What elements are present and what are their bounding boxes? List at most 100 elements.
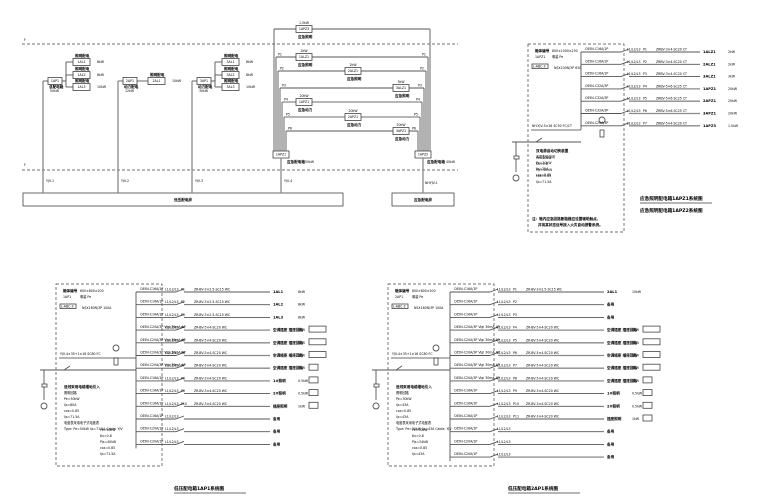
circuit-kw: 1.5kW (728, 124, 739, 128)
socket-symbol-icon (308, 338, 327, 346)
circuit-destination: 备用 (606, 429, 615, 434)
breaker-contact-icon (489, 415, 499, 420)
breaker-contact-icon (489, 352, 499, 356)
panel-note: Ijs=43A (396, 403, 409, 407)
circuit-kw: 1kW (632, 417, 640, 421)
circuit-destination: 备用 (606, 314, 615, 319)
circuit-no: P6 (181, 351, 185, 355)
floor-marker-lower: F (24, 163, 26, 167)
wire-spec: ZR-BV-5×4-SC20 WC (526, 364, 560, 368)
cable-phase-label: L1/L2/L3 (627, 60, 641, 64)
panel-param: cos=0.85 (100, 446, 115, 450)
cable-phase-label: L1/L2/L3 (165, 288, 179, 292)
panel-note: Ijs=80A (64, 403, 77, 407)
riser-cable-label: YJV-1 (46, 179, 54, 183)
circuit-destination: 插座照明 (607, 416, 622, 421)
wire-spec: ZR-BV-5×4-SC20 WC (194, 326, 228, 330)
main-bus-label: 低压配电屏 (173, 197, 192, 202)
loop-branch-tag: 应急照明 (347, 76, 362, 81)
panel-param: Ijs=71.5A (536, 180, 552, 184)
breaker-label: C65N-C20A/3P Vigi 30mA 4P (140, 338, 186, 342)
sub-panel-tag: 照明配电 (224, 78, 239, 83)
panel-title: 应急照明配电箱1APZ1系统图 (640, 195, 703, 202)
breaker-label: C65N-C32A/3P (585, 109, 608, 113)
breaker-label: C65N-C20A/3P Vigi 30mA 4P (454, 351, 500, 355)
circuit-destination: 备用 (272, 416, 281, 421)
panel-param: Pe=50kW (536, 156, 552, 160)
circuit-kw: 5kW (298, 328, 306, 332)
panel-param: Pe=50kW (100, 428, 116, 432)
circuit-destination: 1APZ3 (703, 124, 717, 128)
cable-phase-label: L1/L2/L3 (497, 288, 511, 292)
sub-panel-box (221, 58, 240, 66)
loop-branch-box (295, 53, 313, 61)
circuit-kw: 8kW (298, 290, 306, 294)
breaker-label: C65N-C16A/1P (585, 47, 608, 51)
socket-symbol-icon (308, 351, 327, 358)
breaker-label: C65N-C32A/3P (585, 84, 608, 88)
circuit-no: P2 (181, 300, 185, 304)
meter-label: L-ABC-3 (61, 305, 74, 309)
loop-branch-no: P5 (286, 113, 290, 117)
loop-top-tag: 应急照明 (298, 34, 313, 39)
breaker-label: C65N-C16A/1P (140, 312, 163, 316)
sub-panel-tag: 照明配电 (75, 53, 90, 58)
circuit-kw: 20kW (728, 112, 738, 116)
loop-branch-kw: 20kW (396, 123, 406, 127)
wire-spec: ZR-BV-3×4-SC20 WC (526, 415, 560, 419)
panel-enclosure (55, 283, 163, 467)
ct-icon (513, 155, 520, 160)
loop-branch-id: 1ALZ1 (299, 55, 309, 59)
sub-panel-box (147, 77, 166, 85)
loop-branch-tag: 应急动力 (395, 136, 410, 141)
sub-panel-tag: 照明配电 (224, 66, 239, 71)
breaker-label: C65N-C20A/3P Vigi 30mA 4P (454, 376, 500, 380)
panel-param: Kx=0.8 (100, 434, 112, 438)
circuit-no: P10 (181, 402, 187, 406)
main-panel-id: 1AP1 (51, 79, 59, 83)
circuit-no: P4 (643, 84, 647, 88)
meter-box (59, 303, 77, 309)
sub-panel-box (72, 58, 91, 66)
wire-spec: ZRBV-5×6-SC25 CT (656, 109, 687, 113)
panel-no-label: 箱体编号 (395, 288, 410, 293)
circuit-kw: 3kW (298, 366, 306, 370)
circuit-no: P11 (513, 415, 519, 419)
loop-branch-id: 1APZ1 (299, 100, 309, 104)
breaker-contact-icon (489, 301, 499, 306)
loop-branch-no: P4 (284, 98, 288, 102)
breaker-contact-icon (620, 73, 630, 78)
wire-spec: ZRBV-3×4-SC20 CT (656, 48, 687, 52)
ct-icon (373, 383, 380, 388)
panel-note: Pe=50kW (64, 397, 80, 401)
circuit-destination: 2ALZ1 (703, 62, 716, 66)
meter-label: L-ABC-3 (393, 305, 406, 309)
circuit-no: P2 (513, 300, 517, 304)
circuit-kw: 0.5kW (632, 404, 643, 408)
circuit-destination: 备用 (606, 441, 615, 446)
wire-spec: ZR-BV-3×4-SC20 WC (194, 389, 228, 393)
loop-branch-tag: 应急照明 (298, 62, 313, 67)
sub-panel-id: 1AL3 (77, 85, 85, 89)
panel-no-value: 1APZ1 (535, 55, 545, 59)
socket-symbol-icon (642, 351, 661, 358)
socket-symbol-icon (642, 401, 653, 409)
wire-spec: ZR-BV-3×2.5-SC15 WC (194, 288, 231, 292)
circuit-kw: 1kW (298, 404, 306, 408)
cable-phase-label: L1/L2/L3 (497, 402, 511, 406)
cable-phase-label: L1/L2/L3 (165, 415, 179, 419)
circuit-kw: 5kW (632, 341, 640, 345)
panel-param: Ijs=43A (412, 452, 425, 456)
circuit-destination: 空调插座 插座回路 (607, 340, 637, 345)
circuit-no: P10 (513, 402, 519, 406)
circuit-kw: 5kW (632, 328, 640, 332)
circuit-no: P7 (513, 364, 517, 368)
loop-left-panel-id: 1APZ1 (276, 153, 286, 157)
main-panel-tag: 总配电箱 (49, 84, 64, 89)
cable-phase-label: L1/L2/L3 (165, 300, 179, 304)
main-breaker-label: NSX160N/3P 100A (414, 306, 444, 310)
cable-phase-label: L1/L2/L3 (165, 402, 179, 406)
incoming-cable-label: YJV-4×35+1×16 SC80 FC (60, 352, 101, 356)
circuit-destination: 备用 (272, 441, 281, 446)
circuit-kw: 3kW (632, 379, 640, 383)
